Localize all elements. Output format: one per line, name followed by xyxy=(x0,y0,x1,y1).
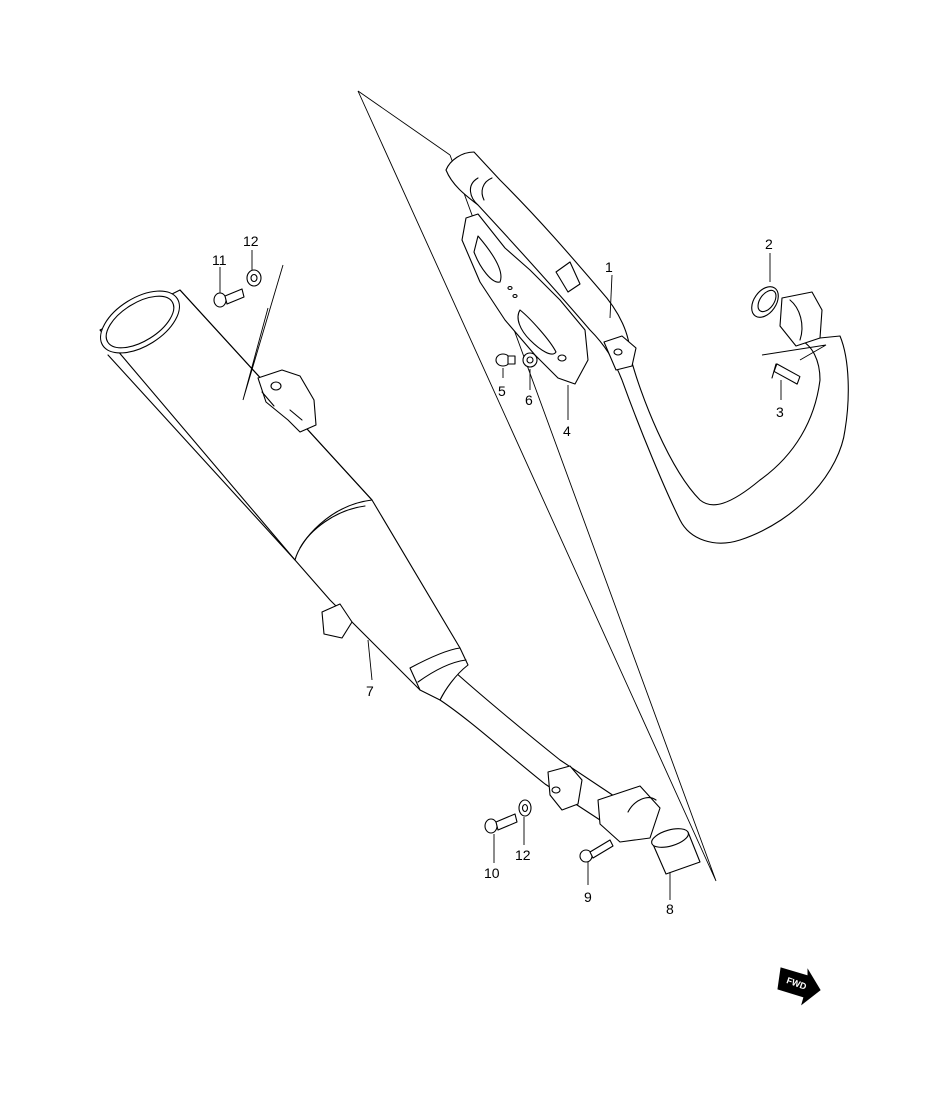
callout-12-upper: 12 xyxy=(243,233,259,249)
bolt-9 xyxy=(579,839,614,863)
muffler xyxy=(99,289,661,843)
callout-10: 10 xyxy=(484,865,500,881)
callout-3: 3 xyxy=(776,404,784,420)
bolt-10 xyxy=(484,813,518,834)
sleeve-8 xyxy=(651,828,701,875)
callout-2: 2 xyxy=(765,236,773,252)
gasket xyxy=(751,286,779,318)
callout-8: 8 xyxy=(666,901,674,917)
callout-9: 9 xyxy=(584,889,592,905)
reference-triangles xyxy=(242,264,827,401)
forward-arrow-icon xyxy=(777,967,821,1006)
pipe-bracket xyxy=(461,213,589,385)
callout-4: 4 xyxy=(563,423,571,439)
exhaust-front-pipe xyxy=(445,151,849,544)
fwd-badge: FWD xyxy=(777,967,821,1006)
callout-12-lower: 12 xyxy=(515,847,531,863)
callout-7: 7 xyxy=(366,683,374,699)
leader-lines xyxy=(219,250,782,900)
callout-11: 11 xyxy=(212,252,227,268)
callout-6: 6 xyxy=(525,392,533,408)
callouts: 1 2 3 4 5 6 7 8 9 10 11 12 12 xyxy=(212,233,784,917)
washer-6 xyxy=(522,352,538,368)
callout-5: 5 xyxy=(498,383,506,399)
guide-triangle xyxy=(357,90,717,882)
bolt-3 xyxy=(771,363,801,385)
washer-12-upper xyxy=(246,269,262,287)
bolt-11 xyxy=(213,288,245,308)
screw-5 xyxy=(495,353,516,367)
callout-1: 1 xyxy=(605,259,613,275)
washer-12-lower xyxy=(518,799,532,817)
